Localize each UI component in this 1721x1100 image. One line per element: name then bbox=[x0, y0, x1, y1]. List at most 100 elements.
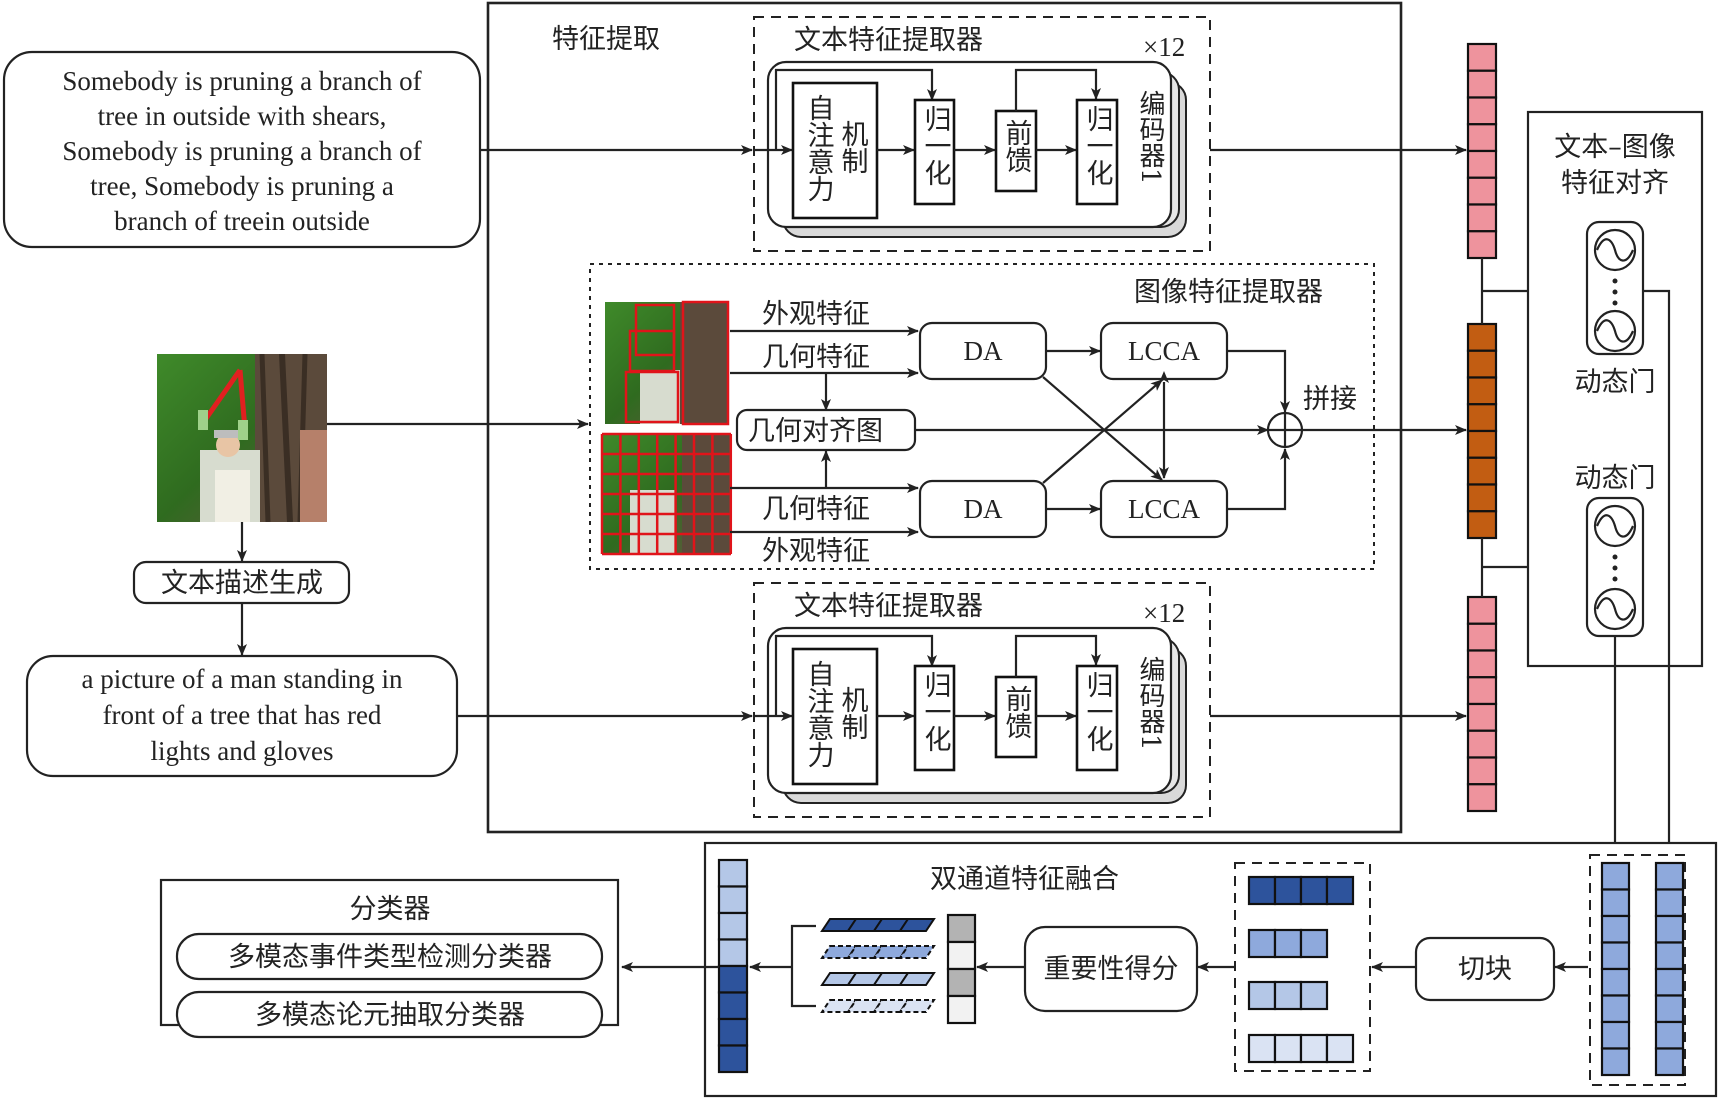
aligned-vector-cell bbox=[1600, 1047, 1631, 1077]
self-attention-label: 自注意力 bbox=[803, 94, 834, 202]
chunk-cell bbox=[1299, 1033, 1329, 1064]
chunking-box bbox=[1414, 936, 1556, 1002]
text-feature-vector-cell bbox=[1466, 149, 1498, 179]
aligned-vector-cell bbox=[1600, 967, 1631, 997]
caption-feature-vector-cell bbox=[1466, 622, 1498, 652]
text-feature-vector-cell bbox=[1466, 230, 1498, 260]
fused-vector-cell bbox=[717, 964, 749, 994]
image-feature-vector-cell bbox=[1466, 456, 1498, 486]
da-label: DA bbox=[964, 494, 1003, 524]
caption-line: a picture of a man standing in bbox=[82, 664, 403, 694]
repeat-count: ×12 bbox=[1143, 32, 1185, 62]
aligned-vector-cell bbox=[1654, 888, 1685, 918]
chunk-cell bbox=[1299, 928, 1329, 959]
text-feature-vector-cell bbox=[1466, 203, 1498, 233]
geometry-feature-label: 几何特征 bbox=[762, 494, 870, 525]
caption-feature-vector-cell bbox=[1466, 676, 1498, 706]
geometry-feature-label: 几何特征 bbox=[762, 342, 870, 373]
caption-feature-vector-cell bbox=[1466, 756, 1498, 786]
text-feature-vector-cell bbox=[1466, 42, 1498, 72]
self-attention-label: 自注意力 bbox=[803, 660, 834, 768]
text-image-alignment: 文本–图像 特征对齐 动态门 动态门 bbox=[1526, 110, 1704, 668]
chunking-label: 切块 bbox=[1458, 954, 1512, 985]
weighted-chunk-cell bbox=[898, 999, 936, 1013]
classifier-item: 多模态论元抽取分类器 bbox=[255, 1000, 525, 1031]
weighted-chunk-cell bbox=[898, 918, 936, 932]
aligned-vector-cell bbox=[1600, 888, 1631, 918]
encoder-label: 编码器1 bbox=[1135, 656, 1165, 751]
dual-channel-fusion: 双通道特征融合 切块 重要性得分 bbox=[703, 841, 1718, 1098]
dynamic-gate-top bbox=[1585, 220, 1645, 356]
chunk-cell bbox=[1325, 1033, 1355, 1064]
fused-vector-cell bbox=[717, 911, 749, 941]
caption-feature-vector-cell bbox=[1466, 729, 1498, 759]
text-feature-vector-cell bbox=[1466, 96, 1498, 126]
chunk-cell bbox=[1273, 980, 1303, 1011]
text-input-line: branch of treein outside bbox=[114, 206, 370, 236]
aligned-vector-cell bbox=[1600, 1020, 1631, 1050]
chunk-cell bbox=[1247, 980, 1277, 1011]
dynamic-gate-label: 动态门 bbox=[1575, 463, 1656, 494]
generated-caption-box: a picture of a man standing in front of … bbox=[25, 654, 459, 778]
fused-vector-cell bbox=[717, 858, 749, 888]
aligned-vector-cell bbox=[1600, 861, 1631, 891]
importance-score-cell bbox=[946, 994, 977, 1025]
lcca-label: LCCA bbox=[1128, 494, 1201, 524]
text-feature-vector-cell bbox=[1466, 123, 1498, 153]
feature-extraction-title: 特征提取 bbox=[552, 24, 660, 55]
text-input-box: Somebody is pruning a branch of tree in … bbox=[2, 50, 482, 249]
weighted-chunk-cell bbox=[898, 972, 936, 986]
text-feature-vector-cell bbox=[1466, 176, 1498, 206]
feedforward-label: 前馈 bbox=[1001, 119, 1033, 173]
concat-icon bbox=[1266, 411, 1304, 449]
chunk-cell bbox=[1299, 980, 1329, 1011]
concat-label: 拼接 bbox=[1303, 384, 1357, 415]
aligned-vector-cell bbox=[1654, 1020, 1685, 1050]
aligned-vector-cell bbox=[1600, 941, 1631, 971]
aligned-vector-cell bbox=[1654, 994, 1685, 1024]
chunk-cell bbox=[1299, 875, 1329, 906]
arrow-gate-top-out bbox=[1643, 289, 1674, 864]
dynamic-gate-bottom bbox=[1585, 496, 1645, 638]
da-label: DA bbox=[964, 336, 1003, 366]
norm-label: 归一化 bbox=[1082, 671, 1113, 752]
text-extractor-title: 文本特征提取器 bbox=[794, 25, 983, 56]
classifier-item: 多模态事件类型检测分类器 bbox=[228, 942, 552, 973]
region-boxes-image bbox=[605, 300, 730, 426]
text-input-line: tree in outside with shears, bbox=[98, 101, 387, 131]
repeat-count: ×12 bbox=[1143, 598, 1185, 628]
chunk-cell bbox=[1247, 875, 1277, 906]
caption-feature-vector-cell bbox=[1466, 649, 1498, 679]
dynamic-gate-label: 动态门 bbox=[1575, 367, 1656, 398]
self-attention-label: 机制 bbox=[837, 120, 869, 174]
text-feature-vector-cell bbox=[1466, 69, 1498, 99]
caption-feature-vector-cell bbox=[1466, 783, 1498, 813]
chunk-cell bbox=[1325, 875, 1355, 906]
fusion-title: 双通道特征融合 bbox=[930, 864, 1119, 895]
chunk-cell bbox=[1247, 928, 1277, 959]
caption-line: front of a tree that has red bbox=[103, 700, 382, 730]
text-input-line: Somebody is pruning a branch of bbox=[62, 66, 421, 96]
fused-vector-cell bbox=[717, 991, 749, 1021]
argument-classifier bbox=[175, 990, 604, 1039]
image-feature-vector-cell bbox=[1466, 510, 1498, 540]
image-feature-vector-cell bbox=[1466, 376, 1498, 406]
text-input-line: Somebody is pruning a branch of bbox=[62, 136, 421, 166]
lcca-label: LCCA bbox=[1128, 336, 1201, 366]
image-feature-vector-cell bbox=[1466, 429, 1498, 459]
aligned-vector-cell bbox=[1654, 1047, 1685, 1077]
fused-vector-cell bbox=[717, 1017, 749, 1047]
caption-feature-vector-cell bbox=[1466, 702, 1498, 732]
appearance-feature-label: 外观特征 bbox=[762, 299, 870, 330]
importance-score-cell bbox=[946, 967, 977, 998]
aligned-vector-cell bbox=[1654, 941, 1685, 971]
input-photo bbox=[157, 354, 327, 522]
feedforward-label: 前馈 bbox=[1001, 685, 1033, 739]
text-extractor-bottom: 文本特征提取器 ×12 自注意力 机制 归一化 前馈 归一化 编码器1 bbox=[753, 582, 1211, 818]
image-feature-vector-cell bbox=[1466, 322, 1498, 352]
caption-line: lights and gloves bbox=[151, 736, 334, 766]
caption-generation-box: 文本描述生成 bbox=[132, 560, 351, 605]
image-feature-vector-cell bbox=[1466, 403, 1498, 433]
norm-label: 归一化 bbox=[1082, 105, 1113, 186]
